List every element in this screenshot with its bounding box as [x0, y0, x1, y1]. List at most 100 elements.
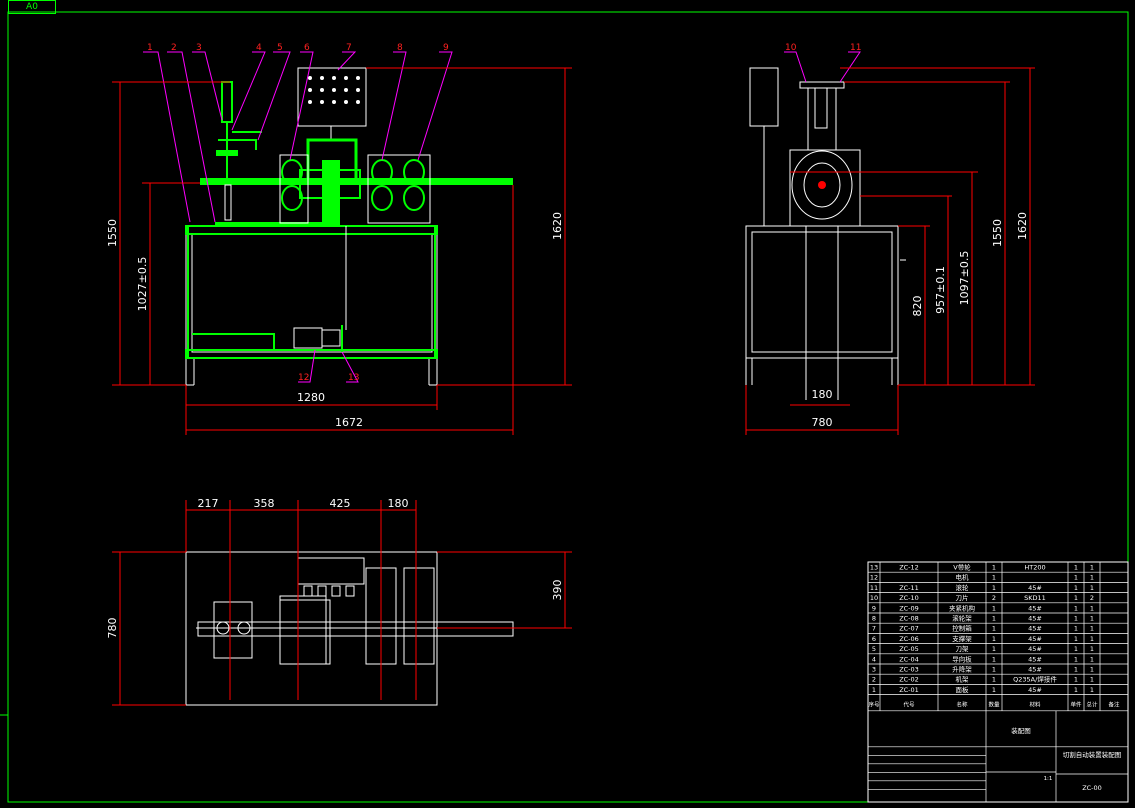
top-view: 217 358 425 180 390 780: [106, 497, 572, 706]
dim-820: 820: [911, 296, 924, 317]
bom-header-cell: 数量: [988, 701, 1000, 709]
bom-cell: 45#: [1028, 645, 1042, 653]
dim-180-top: 180: [388, 497, 409, 510]
bom-cell: 电机: [956, 573, 970, 582]
bom-cell: ZC-02: [899, 676, 919, 684]
bom-cell: 7: [872, 625, 876, 633]
dim-780-side: 780: [812, 416, 833, 429]
bom-cell: 支撑架: [952, 634, 972, 643]
bom-cell: 控制箱: [952, 624, 972, 633]
bom-cell: 45#: [1028, 584, 1042, 592]
bom-header-cell: 材料: [1029, 701, 1041, 709]
bom-cell: 1: [992, 635, 996, 643]
bom-cell: 1: [1074, 584, 1078, 592]
bom-cell: 1: [992, 584, 996, 592]
callout-5: 5: [277, 43, 283, 53]
bom-cell: 面板: [956, 685, 970, 694]
callout-13: 13: [348, 373, 359, 383]
dim-217: 217: [198, 497, 219, 510]
bom-cell: ZC-03: [899, 666, 919, 674]
bom-cell: 9: [872, 604, 876, 612]
callout-3: 3: [196, 43, 202, 53]
bom-cell: SKD11: [1024, 594, 1046, 602]
bom-cell: ZC-07: [899, 625, 919, 633]
scale-value: 1:1: [1044, 776, 1053, 782]
bom-cell: 45#: [1028, 615, 1042, 623]
bom-header-cell: 总计: [1086, 701, 1098, 709]
bom-cell: 1: [1074, 604, 1078, 612]
bom-cell: 1: [1074, 564, 1078, 572]
bom-cell: ZC-04: [899, 655, 919, 663]
bom-cell: 1: [1074, 594, 1078, 602]
callout-1: 1: [147, 43, 153, 53]
title-mark: 装配图: [1011, 726, 1031, 735]
bom-cell: ZC-08: [899, 615, 919, 623]
bom-cell: 4: [872, 655, 876, 663]
bom-cell: 1: [1074, 666, 1078, 674]
dim-390: 390: [551, 580, 564, 601]
callout-10: 10: [785, 43, 797, 53]
bom-cell: 45#: [1028, 604, 1042, 612]
bom-cell: 1: [1074, 686, 1078, 694]
callout-6: 6: [304, 43, 310, 53]
bom-cell: ZC-10: [899, 594, 919, 602]
bom-cell: 1: [992, 615, 996, 623]
dim-1672: 1672: [335, 416, 363, 429]
dim-425: 425: [330, 497, 351, 510]
bom-cell: 升降架: [952, 665, 972, 674]
bom-cell: 1: [992, 686, 996, 694]
front-view: 1 2 3 4 5 6 7 8 9 12 13: [106, 43, 572, 435]
callout-7: 7: [346, 43, 352, 53]
bom-header-cell: 备注: [1108, 701, 1120, 709]
bom-cell: 滚轮架: [952, 614, 972, 623]
bom-cell: 滚轮: [956, 583, 970, 592]
bom-cell: 45#: [1028, 655, 1042, 663]
bom-cell: 1: [1090, 676, 1094, 684]
bom-cell: 45#: [1028, 686, 1042, 694]
drawing-name: 切割自动装置装配图: [1063, 750, 1122, 759]
bom-cell: 12: [870, 574, 878, 582]
bom-cell: 1: [992, 564, 996, 572]
bom-cell: 1: [1090, 574, 1094, 582]
bom-cell: 1: [992, 604, 996, 612]
dim-1620-front: 1620: [551, 212, 564, 240]
bom-cell: 2: [992, 594, 996, 602]
dim-1620-side: 1620: [1016, 212, 1029, 240]
bom-cell: 10: [870, 594, 878, 602]
bom-cell: 导向板: [952, 654, 972, 663]
dim-1280: 1280: [297, 391, 325, 404]
bom-cell: 1: [1074, 574, 1078, 582]
bom-cell: 2: [872, 676, 876, 684]
callout-2: 2: [171, 43, 177, 53]
bom-cell: 1: [992, 645, 996, 653]
sheet-border: [7, 11, 1129, 803]
bom-cell: 45#: [1028, 635, 1042, 643]
bom-cell: 1: [1090, 615, 1094, 623]
bom-cell: 1: [1090, 645, 1094, 653]
control-buttons: [308, 76, 360, 104]
bom-cell: 1: [992, 574, 996, 582]
bom-cell: 1: [1074, 676, 1078, 684]
bom-cell: 1: [872, 686, 876, 694]
bom-cell: ZC-06: [899, 635, 919, 643]
bom-cell: 刀架: [956, 645, 970, 653]
bom-header-cell: 单件: [1070, 701, 1082, 709]
callout-9: 9: [443, 43, 449, 53]
bom-cell: 1: [1074, 615, 1078, 623]
sheet-size-tag: A0: [8, 0, 56, 14]
bom-cell: 1: [1090, 604, 1094, 612]
callout-8: 8: [397, 43, 403, 53]
bom-cell: 11: [870, 584, 878, 592]
front-callouts: 1 2 3 4 5 6 7 8 9 12 13: [147, 43, 449, 383]
bom-cell: ZC-12: [899, 564, 919, 572]
bom-cell: V带轮: [953, 563, 971, 572]
bom-cell: 1: [1074, 645, 1078, 653]
bom-cell: 1: [1090, 655, 1094, 663]
bom-cell: 1: [992, 625, 996, 633]
bom-cell: ZC-05: [899, 645, 919, 653]
dim-358: 358: [254, 497, 275, 510]
bom-cell: 1: [1090, 584, 1094, 592]
dim-1097: 1097±0.5: [958, 251, 971, 306]
bom-cell: 1: [1090, 686, 1094, 694]
dim-957: 957±0.1: [934, 266, 947, 314]
